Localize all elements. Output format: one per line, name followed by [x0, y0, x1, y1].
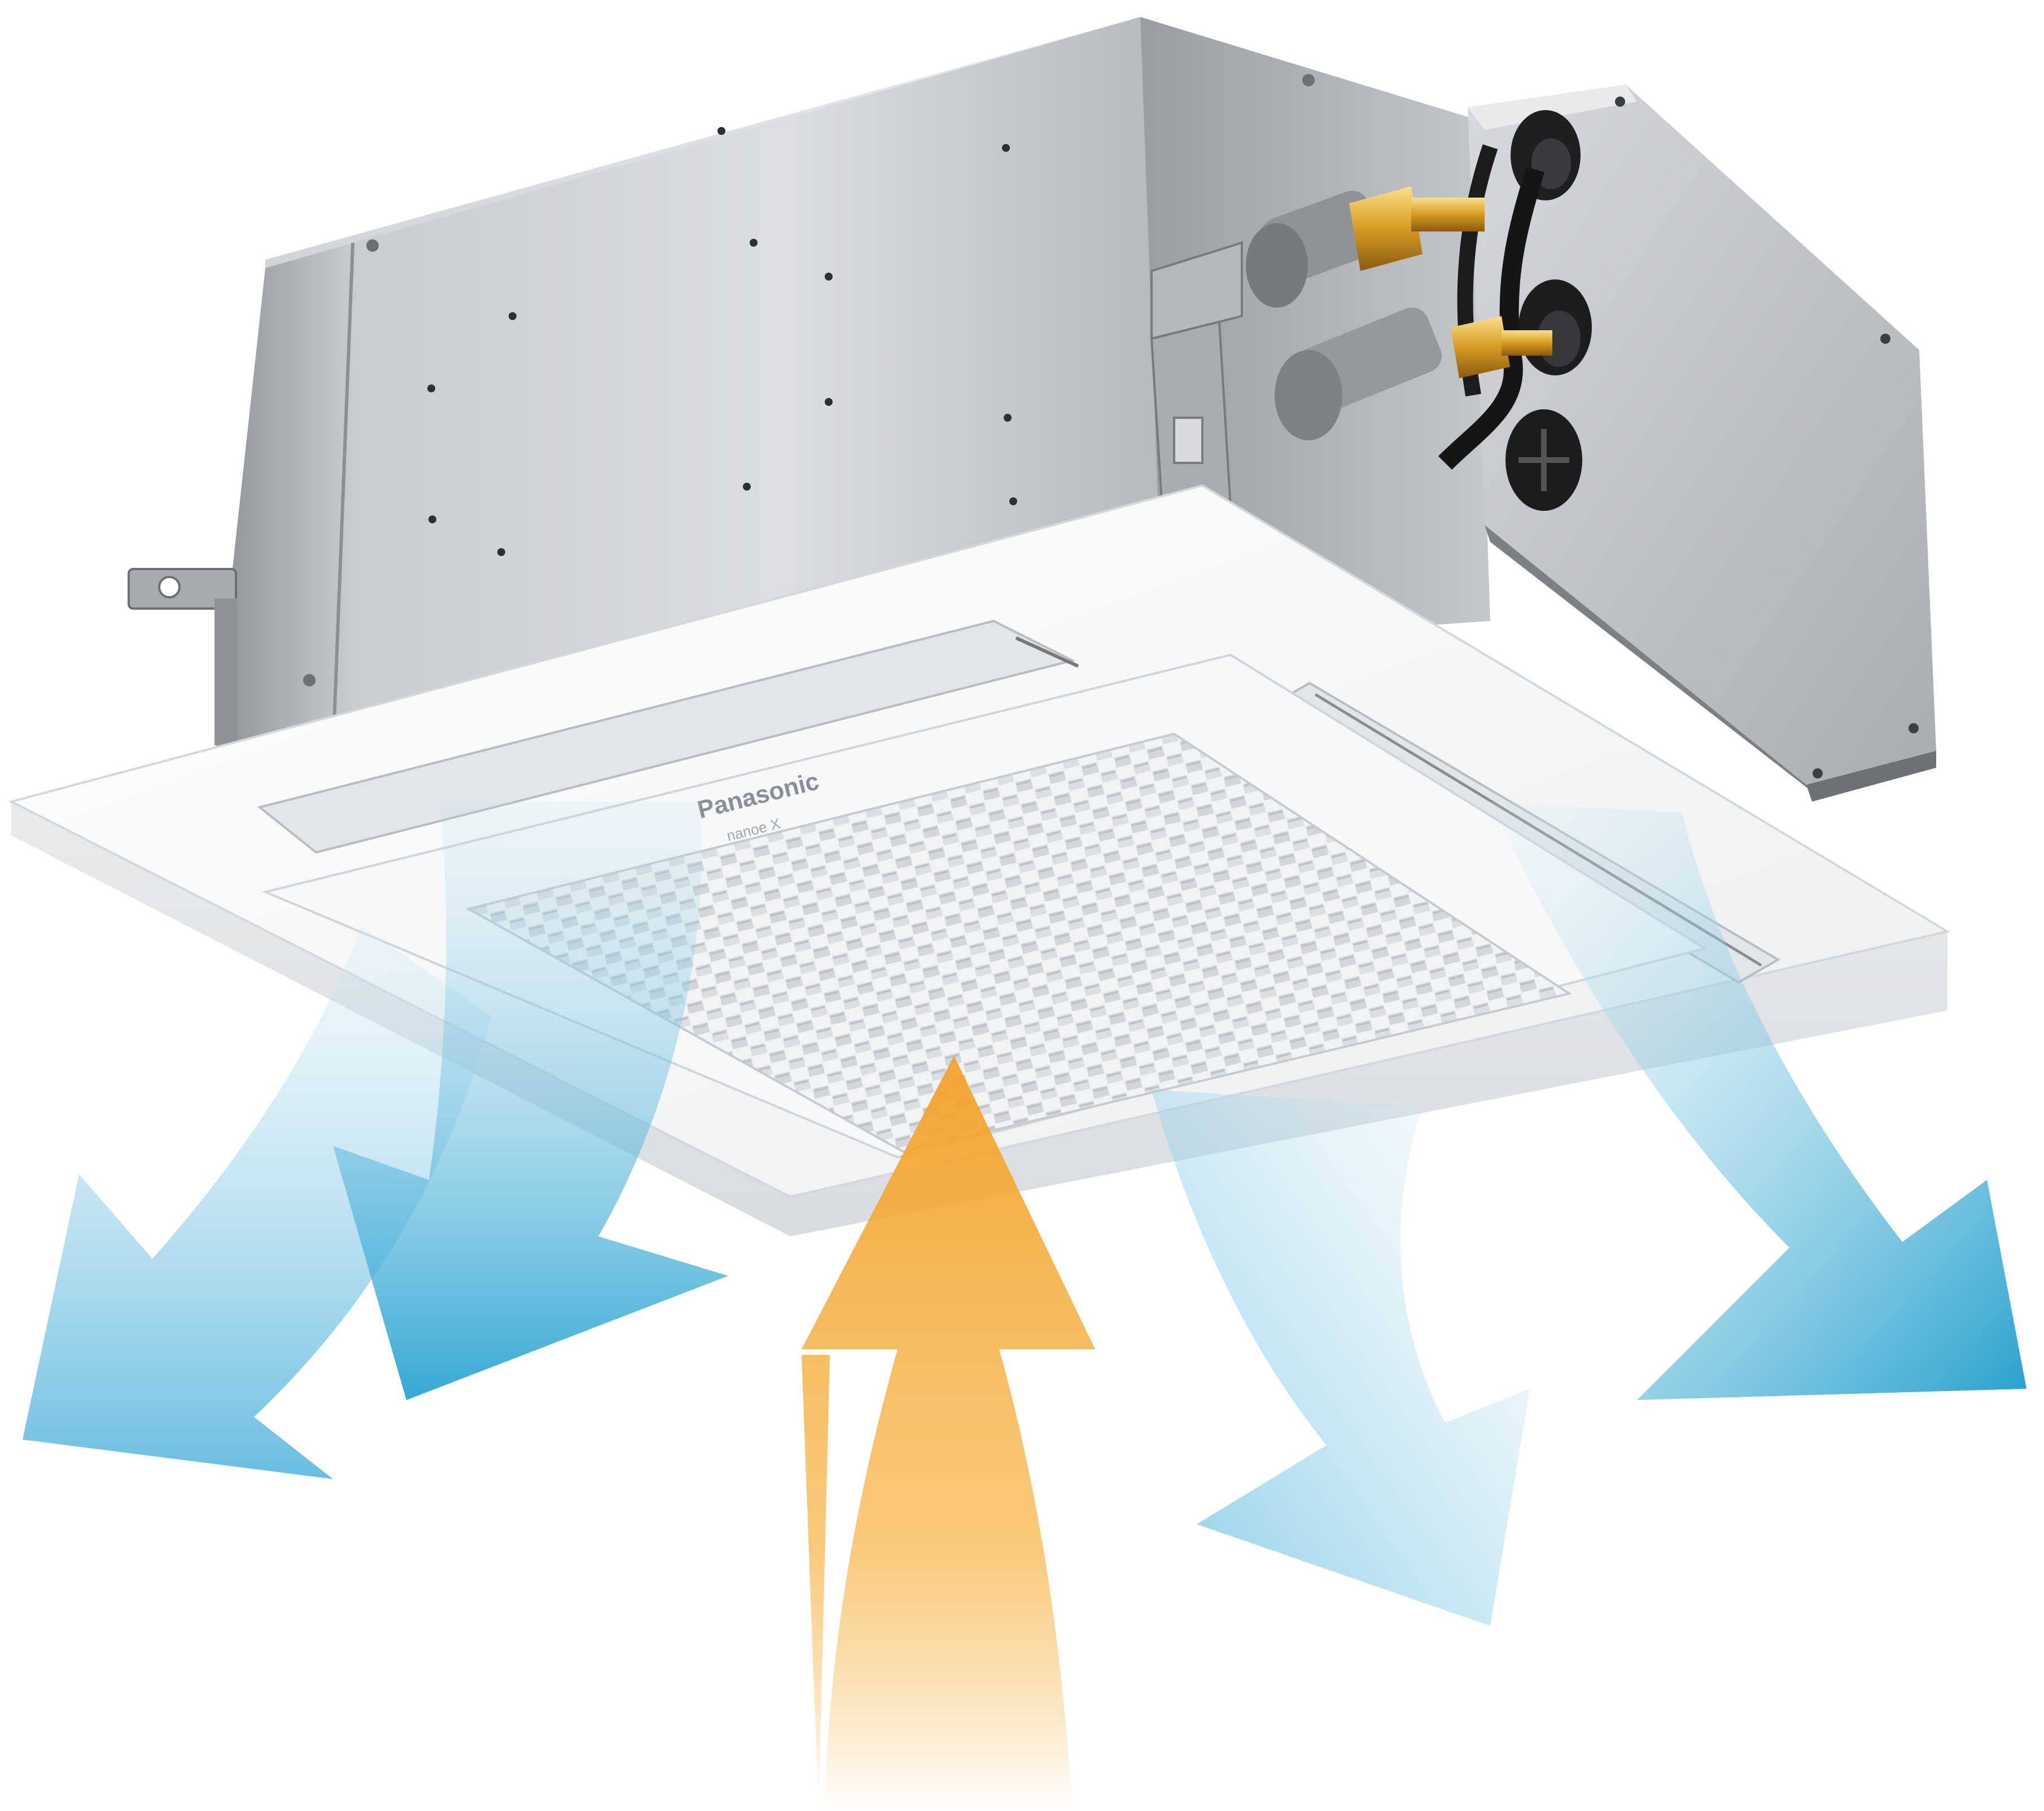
- airflow-arrows-outlet: [23, 802, 2027, 1626]
- control-box: [1438, 85, 1936, 802]
- outlet-arrow-front-right: [1152, 1090, 1530, 1626]
- housing-rivets: [303, 74, 1315, 686]
- refrigerant-pipes: [1246, 186, 1552, 440]
- hanger-bracket: [128, 568, 237, 745]
- outlet-arrow-far-left: [23, 926, 491, 1479]
- side-bracket: [1150, 241, 1243, 521]
- brass-fitting-lower: [1451, 316, 1552, 378]
- intake-arrow: [802, 1056, 1095, 1811]
- intake-grille: [465, 732, 1572, 1153]
- outlet-arrow-front-left: [333, 802, 728, 1400]
- outlet-arrow-far-right: [1490, 802, 2027, 1400]
- outlet-slot-left: [257, 619, 1076, 854]
- brass-fitting-upper: [1349, 186, 1485, 271]
